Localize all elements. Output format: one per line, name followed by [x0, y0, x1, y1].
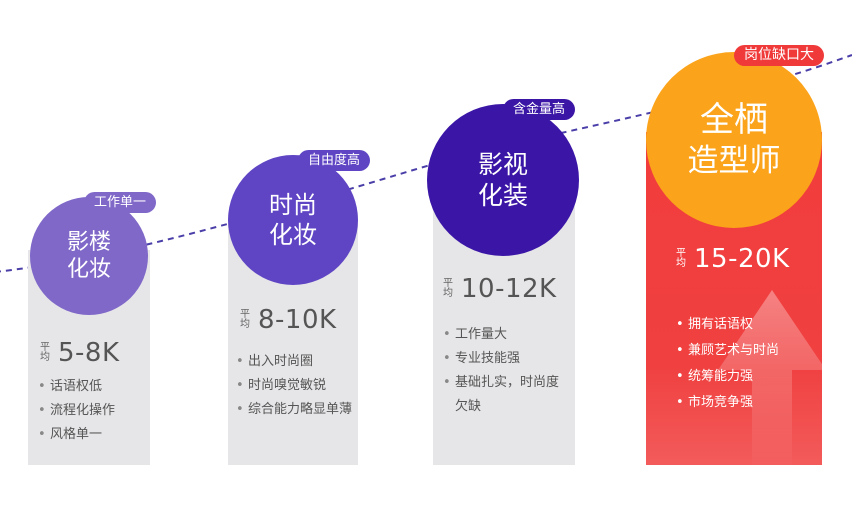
career-card-studio-makeup: 影楼 化妆 工作单一 平均 5-8K 话语权低 流程化操作 风格单一 — [28, 190, 157, 465]
average-label: 平均 — [40, 342, 50, 363]
title-line2: 化妆 — [66, 257, 111, 282]
list-item: 拥有话语权 — [676, 312, 816, 338]
salary-range: 15-20K — [694, 244, 790, 274]
list-item: 风格单一 — [38, 423, 143, 447]
title-line1: 影楼 — [66, 229, 111, 255]
title-circle: 全栖 造型师 — [646, 52, 822, 228]
list-item: 出入时尚圈 — [236, 350, 354, 374]
average-salary: 平均 5-8K — [40, 338, 120, 368]
title-circle: 时尚 化妆 — [228, 155, 358, 285]
career-card-film-makeup: 影视 化装 含金量高 平均 10-12K 工作量大 专业技能强 基础扎实，时尚度… — [427, 98, 579, 465]
title-line1: 时尚 — [269, 191, 317, 219]
title-line2: 造型师 — [687, 142, 781, 179]
average-salary: 平均 10-12K — [443, 274, 557, 304]
average-label: 平均 — [443, 278, 453, 299]
career-card-all-round-stylist: 全栖 造型师 岗位缺口大 平均 15-20K 拥有话语权 兼顾艺术与时尚 统筹能… — [646, 44, 824, 465]
list-item: 工作量大 — [443, 323, 571, 347]
career-card-fashion-makeup: 时尚 化妆 自由度高 平均 8-10K 出入时尚圈 时尚嗅觉敏锐 综合能力略显单… — [228, 150, 371, 465]
average-label: 平均 — [240, 309, 250, 330]
salary-range: 8-10K — [258, 305, 337, 335]
salary-range: 5-8K — [58, 338, 120, 368]
title-line1: 影视 — [477, 149, 528, 179]
list-item: 兼顾艺术与时尚 — [676, 338, 816, 364]
feature-list: 出入时尚圈 时尚嗅觉敏锐 综合能力略显单薄 — [236, 350, 354, 422]
feature-tag: 自由度高 — [298, 150, 371, 171]
feature-list: 话语权低 流程化操作 风格单一 — [38, 375, 143, 447]
title-circle: 影楼 化妆 — [30, 197, 148, 315]
feature-tag: 含金量高 — [503, 99, 576, 120]
list-item: 话语权低 — [38, 375, 143, 399]
list-item: 流程化操作 — [38, 399, 143, 423]
feature-tag: 工作单一 — [84, 192, 157, 213]
salary-range: 10-12K — [461, 274, 557, 304]
feature-tag: 岗位缺口大 — [734, 45, 824, 66]
list-item: 专业技能强 — [443, 347, 571, 371]
average-label: 平均 — [676, 248, 686, 269]
title-line1: 全栖 — [700, 100, 768, 141]
feature-list: 拥有话语权 兼顾艺术与时尚 统筹能力强 市场竞争强 — [676, 312, 816, 416]
list-item: 基础扎实，时尚度欠缺 — [443, 371, 571, 419]
list-item: 综合能力略显单薄 — [236, 398, 354, 422]
list-item: 统筹能力强 — [676, 364, 816, 390]
title-circle: 影视 化装 — [427, 104, 579, 256]
list-item: 市场竞争强 — [676, 390, 816, 416]
average-salary: 平均 15-20K — [676, 244, 790, 274]
list-item: 时尚嗅觉敏锐 — [236, 374, 354, 398]
average-salary: 平均 8-10K — [240, 305, 337, 335]
title-line2: 化装 — [477, 181, 528, 210]
feature-list: 工作量大 专业技能强 基础扎实，时尚度欠缺 — [443, 323, 571, 419]
title-line2: 化妆 — [269, 221, 317, 249]
